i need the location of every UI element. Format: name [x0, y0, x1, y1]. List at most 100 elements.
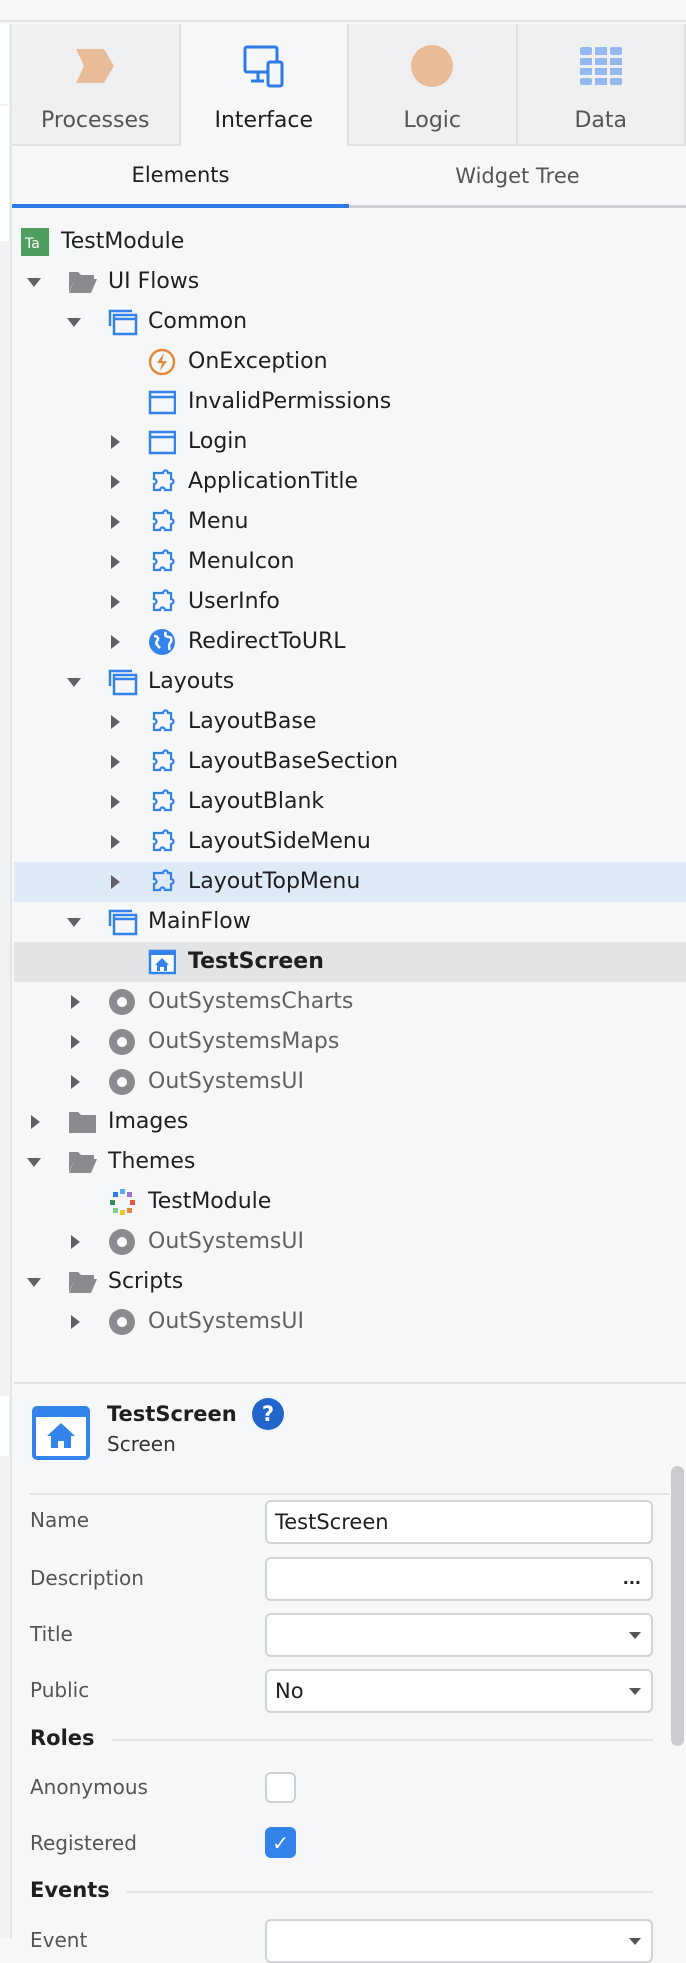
name-input[interactable]: TestScreen: [265, 1500, 653, 1544]
expand-arrow-icon[interactable]: [71, 995, 80, 1009]
left-edge-panel: [0, 24, 12, 1938]
tree-item[interactable]: LayoutTopMenu: [14, 862, 686, 902]
registered-label: Registered: [30, 1831, 137, 1855]
tab-elements[interactable]: Elements: [12, 146, 349, 208]
expand-arrow-icon[interactable]: [111, 595, 120, 609]
tab-interface[interactable]: Interface: [181, 24, 350, 146]
logic-circle-icon: [410, 44, 454, 88]
tree-item-label: UI Flows: [108, 268, 199, 296]
chevron-down-icon: [629, 1938, 641, 1945]
tree-item[interactable]: Menu: [14, 502, 686, 542]
expand-arrow-icon[interactable]: [71, 1035, 80, 1049]
reference-module-icon: [108, 1228, 136, 1256]
tree-item-label: Images: [108, 1108, 188, 1136]
collapse-arrow-icon[interactable]: [27, 1278, 41, 1287]
tree-item[interactable]: LayoutBase: [14, 702, 686, 742]
tree-item[interactable]: RedirectToURL: [14, 622, 686, 662]
tree-item[interactable]: OutSystemsUI: [14, 1062, 686, 1102]
block-puzzle-icon: [148, 788, 176, 816]
tree-item[interactable]: Images: [14, 1102, 686, 1142]
expand-arrow-icon[interactable]: [111, 515, 120, 529]
tab-data[interactable]: Data: [518, 24, 686, 146]
collapse-arrow-icon[interactable]: [27, 1158, 41, 1167]
expand-arrow-icon[interactable]: [111, 715, 120, 729]
check-icon: ✓: [272, 1831, 289, 1855]
expand-arrow-icon[interactable]: [111, 435, 120, 449]
tree-item[interactable]: LayoutSideMenu: [14, 822, 686, 862]
tree-item[interactable]: LayoutBaseSection: [14, 742, 686, 782]
expand-arrow-icon[interactable]: [111, 555, 120, 569]
tree-item[interactable]: OutSystemsUI: [14, 1302, 686, 1342]
public-label: Public: [30, 1678, 89, 1702]
collapse-arrow-icon[interactable]: [67, 918, 81, 927]
chevron-down-icon: [629, 1632, 641, 1639]
title-select[interactable]: [265, 1613, 653, 1657]
tab-processes[interactable]: Processes: [12, 24, 181, 146]
collapse-arrow-icon[interactable]: [67, 678, 81, 687]
tree-item[interactable]: MainFlow: [14, 902, 686, 942]
tree-item[interactable]: UI Flows: [14, 262, 686, 302]
chevron-down-icon: [629, 1688, 641, 1695]
ui-flow-icon: [108, 668, 136, 696]
tab-label: Processes: [41, 108, 149, 133]
public-value: No: [275, 1679, 304, 1703]
tree-item-label: OutSystemsCharts: [148, 988, 353, 1016]
expand-arrow-icon[interactable]: [71, 1235, 80, 1249]
tree-item[interactable]: Login: [14, 422, 686, 462]
expand-arrow-icon[interactable]: [71, 1315, 80, 1329]
tree-item[interactable]: LayoutBlank: [14, 782, 686, 822]
anonymous-checkbox[interactable]: [265, 1772, 296, 1803]
folder-open-icon: [68, 1148, 96, 1176]
tree-item-label: Themes: [108, 1148, 195, 1176]
tree-item[interactable]: OnException: [14, 342, 686, 382]
tree-item[interactable]: OutSystemsMaps: [14, 1022, 686, 1062]
tree-item-label: RedirectToURL: [188, 628, 346, 656]
tree-item[interactable]: ApplicationTitle: [14, 462, 686, 502]
more-button[interactable]: ...: [623, 1569, 641, 1588]
event-label: Event: [30, 1928, 87, 1952]
expand-arrow-icon[interactable]: [111, 635, 120, 649]
tree-item[interactable]: OutSystemsCharts: [14, 982, 686, 1022]
panel-divider[interactable]: [14, 1382, 686, 1384]
event-select[interactable]: [265, 1919, 653, 1963]
tree-item[interactable]: Scripts: [14, 1262, 686, 1302]
expand-arrow-icon[interactable]: [111, 835, 120, 849]
expand-arrow-icon[interactable]: [111, 475, 120, 489]
registered-checkbox[interactable]: ✓: [265, 1827, 296, 1858]
public-select[interactable]: No: [265, 1669, 653, 1713]
tree-item[interactable]: MenuIcon: [14, 542, 686, 582]
tree-item[interactable]: TestScreen: [14, 942, 686, 982]
block-puzzle-icon: [148, 748, 176, 776]
expand-arrow-icon[interactable]: [111, 875, 120, 889]
separator: [30, 1493, 670, 1495]
tree-item[interactable]: InvalidPermissions: [14, 382, 686, 422]
tree-item[interactable]: Themes: [14, 1142, 686, 1182]
properties-scrollbar[interactable]: [671, 1466, 684, 1746]
help-icon[interactable]: ?: [252, 1398, 284, 1430]
tree-item[interactable]: UserInfo: [14, 582, 686, 622]
tree-item-label: MainFlow: [148, 908, 251, 936]
collapse-arrow-icon[interactable]: [67, 318, 81, 327]
expand-arrow-icon[interactable]: [111, 795, 120, 809]
expand-arrow-icon[interactable]: [71, 1075, 80, 1089]
tree-item[interactable]: TestModule: [14, 1182, 686, 1222]
tree-item[interactable]: OutSystemsUI: [14, 1222, 686, 1262]
tree-item-label: LayoutBaseSection: [188, 748, 398, 776]
expand-arrow-icon[interactable]: [111, 755, 120, 769]
collapse-arrow-icon[interactable]: [27, 278, 41, 287]
roles-divider: [112, 1739, 653, 1741]
tab-widget-tree[interactable]: Widget Tree: [349, 146, 686, 208]
tree-item-label: TestModule: [148, 1188, 271, 1216]
data-grid-icon: [579, 44, 623, 88]
reference-module-icon: [108, 1068, 136, 1096]
tree-item[interactable]: Layouts: [14, 662, 686, 702]
expand-arrow-icon[interactable]: [31, 1115, 40, 1129]
screen-icon: [148, 428, 176, 456]
block-puzzle-icon: [148, 828, 176, 856]
tab-logic[interactable]: Logic: [349, 24, 518, 146]
description-input[interactable]: ...: [265, 1557, 653, 1601]
tree-item-label: LayoutBlank: [188, 788, 324, 816]
tree-item[interactable]: Common: [14, 302, 686, 342]
name-label: Name: [30, 1508, 89, 1532]
